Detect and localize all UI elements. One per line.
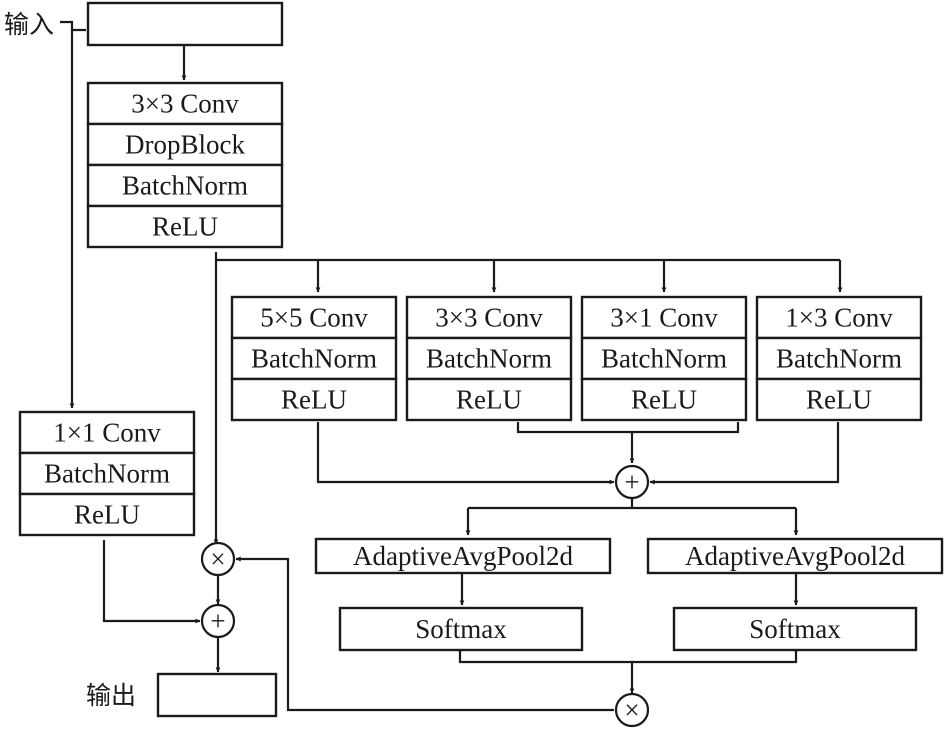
branch1-cell bbox=[230, 336, 398, 381]
softmax2-label: Softmax bbox=[749, 614, 841, 644]
attention-multiply-symbol: × bbox=[624, 695, 639, 725]
branch3-cell bbox=[580, 377, 748, 422]
softmax-join-wire bbox=[458, 650, 798, 664]
attn-feedback-arrow bbox=[235, 556, 614, 712]
branch4-to-sum-arrow bbox=[649, 422, 840, 485]
branch2-label: BatchNorm bbox=[426, 344, 552, 374]
branch2-cell bbox=[405, 336, 573, 381]
stem-label: DropBlock bbox=[125, 130, 245, 160]
stem-label: 3×3 Conv bbox=[131, 89, 239, 119]
shortcut-cell bbox=[18, 492, 196, 537]
residual-add-op: + bbox=[200, 603, 236, 639]
shortcut-label: ReLU bbox=[74, 500, 140, 530]
residual-add-symbol: + bbox=[210, 606, 225, 636]
branch1-label: 5×5 Conv bbox=[260, 303, 368, 333]
output-box bbox=[156, 672, 278, 718]
branch2-cell bbox=[405, 377, 573, 422]
feature-multiply-symbol: × bbox=[210, 544, 225, 574]
softmax1-label: Softmax bbox=[415, 614, 507, 644]
branch3-label: ReLU bbox=[631, 385, 697, 415]
branch2-label: ReLU bbox=[456, 385, 522, 415]
shortcut-to-add-arrow bbox=[102, 540, 201, 624]
stem-cell bbox=[86, 122, 284, 167]
input-box bbox=[86, 1, 284, 47]
attention-multiply-op: × bbox=[614, 692, 650, 728]
branch3-label: 3×1 Conv bbox=[610, 303, 718, 333]
branch4-cell bbox=[755, 377, 923, 422]
pool2-box bbox=[646, 537, 944, 575]
branch2-label: 3×3 Conv bbox=[435, 303, 543, 333]
branch4-label: BatchNorm bbox=[776, 344, 902, 374]
branch3-label: BatchNorm bbox=[601, 344, 727, 374]
branch2-cell bbox=[405, 295, 573, 340]
branch4-cell bbox=[755, 295, 923, 340]
stem-label: ReLU bbox=[152, 212, 218, 242]
branch1-label: BatchNorm bbox=[251, 344, 377, 374]
input-split-wire bbox=[60, 20, 86, 32]
branch4-label: 1×3 Conv bbox=[785, 303, 893, 333]
output-label: 输出 bbox=[86, 681, 136, 710]
pool1-box bbox=[314, 537, 612, 575]
softmax1-box bbox=[338, 606, 584, 652]
softmax2-box bbox=[672, 606, 918, 652]
branch1-label: ReLU bbox=[281, 385, 347, 415]
branch-sum-op: + bbox=[614, 464, 650, 500]
branch23-join-wire bbox=[516, 422, 740, 434]
feature-multiply-op: × bbox=[200, 541, 236, 577]
branch1-to-sum-arrow bbox=[316, 422, 615, 485]
pool1-label: AdaptiveAvgPool2d bbox=[353, 541, 573, 571]
shortcut-label: 1×1 Conv bbox=[53, 418, 161, 448]
stem-cell bbox=[86, 204, 284, 249]
sum-split-wire bbox=[468, 499, 796, 510]
stem-cell bbox=[86, 163, 284, 208]
shortcut-cell bbox=[18, 410, 196, 455]
branch3-cell bbox=[580, 295, 748, 340]
stem-label: BatchNorm bbox=[122, 171, 248, 201]
pool2-label: AdaptiveAvgPool2d bbox=[685, 541, 905, 571]
shortcut-label: BatchNorm bbox=[44, 459, 170, 489]
branch4-cell bbox=[755, 336, 923, 381]
branch3-cell bbox=[580, 336, 748, 381]
branch-sum-symbol: + bbox=[624, 467, 639, 497]
input-label: 输入 bbox=[4, 10, 54, 39]
attention-blocks: AdaptiveAvgPool2d AdaptiveAvgPool2dSoftma… bbox=[314, 537, 944, 652]
branch4-label: ReLU bbox=[806, 385, 872, 415]
branch1-cell bbox=[230, 377, 398, 422]
